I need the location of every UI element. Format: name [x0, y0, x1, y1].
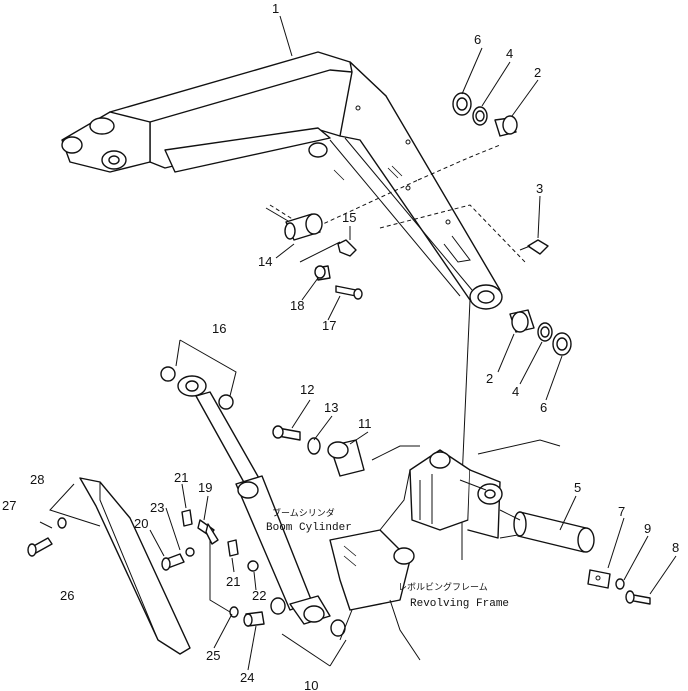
callout-26: 26	[60, 588, 74, 603]
grease-fitting-3	[519, 239, 549, 255]
callout-20: 20	[134, 516, 148, 531]
callout-14: 14	[258, 254, 272, 269]
callout-leaders	[39, 15, 677, 671]
bolt-27-washer-28	[27, 517, 67, 557]
callout-1: 1	[272, 1, 279, 16]
callout-17: 17	[322, 318, 336, 333]
callout-4b: 4	[512, 384, 519, 399]
boom	[61, 51, 503, 310]
callout-13: 13	[324, 400, 338, 415]
callout-10: 10	[304, 678, 318, 691]
revolving-frame-label-en: Revolving Frame	[410, 598, 509, 610]
callout-21b: 21	[226, 574, 240, 589]
callout-15: 15	[342, 210, 356, 225]
callout-23: 23	[150, 500, 164, 515]
lower-pin-bushings	[509, 309, 572, 356]
callout-2: 2	[534, 65, 541, 80]
callout-24: 24	[240, 670, 254, 685]
revolving-frame	[329, 439, 561, 661]
callout-22: 22	[252, 588, 266, 603]
fasteners-19-25	[161, 509, 265, 627]
callout-27: 27	[2, 498, 16, 513]
callout-21: 21	[174, 470, 188, 485]
callout-16: 16	[212, 321, 226, 336]
upper-pin-bushings	[452, 92, 518, 137]
revolving-frame-label-jp: レボルビングフレーム	[398, 581, 488, 593]
callout-11: 11	[358, 416, 372, 431]
callout-12: 12	[300, 382, 314, 397]
callout-2b: 2	[486, 371, 493, 386]
callout-8: 8	[672, 540, 679, 555]
boom-cylinder-pin-parts	[284, 213, 363, 300]
callout-6: 6	[474, 32, 481, 47]
callout-6b: 6	[540, 400, 547, 415]
boom-cylinder-label-jp: ブームシリンダ	[272, 507, 335, 519]
guard-plate	[49, 477, 191, 655]
boom-cylinder-label-en: Boom Cylinder	[266, 522, 352, 534]
component-labels: ブームシリンダ Boom Cylinder レボルビングフレーム Revolvi…	[266, 507, 509, 610]
callout-28: 28	[30, 472, 44, 487]
foot-pin-5	[499, 509, 651, 605]
callout-9: 9	[644, 521, 651, 536]
callout-25: 25	[206, 648, 220, 663]
pin-11-bolt-12-washer-13	[272, 425, 365, 477]
callout-5: 5	[574, 480, 581, 495]
boom-cylinder	[160, 339, 347, 667]
callout-18: 18	[290, 298, 304, 313]
callout-19: 19	[198, 480, 212, 495]
callout-4: 4	[506, 46, 513, 61]
callout-3: 3	[536, 181, 543, 196]
callout-7: 7	[618, 504, 625, 519]
